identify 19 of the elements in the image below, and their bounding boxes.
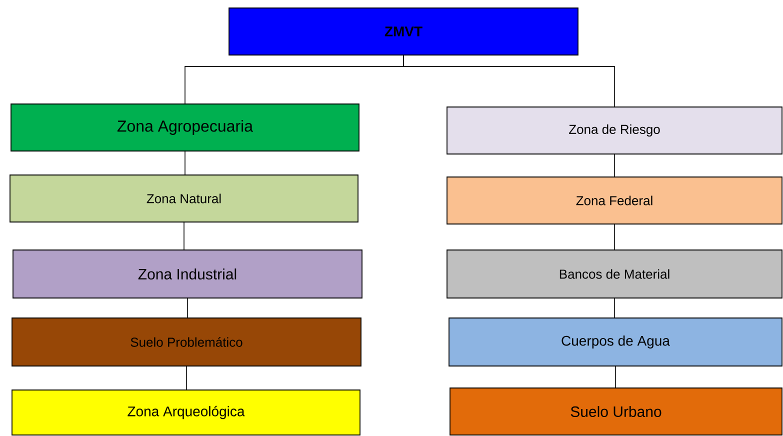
zone-box: Zona Industrial: [12, 250, 362, 298]
connector-line: [184, 151, 186, 175]
connector-line: [614, 224, 615, 250]
zone-box: Zona Agropecuaria: [10, 104, 360, 152]
zone-box: ZMVT: [228, 8, 578, 56]
connector-line: [187, 298, 188, 318]
zone-box: Suelo Problemático: [12, 318, 362, 366]
connector-line: [614, 154, 615, 177]
connector-line: [615, 366, 616, 388]
zone-box: Suelo Urbano: [450, 388, 782, 436]
zone-box: Zona Natural: [10, 174, 358, 222]
connector-line: [186, 366, 187, 390]
connector-line: [614, 298, 615, 318]
zone-box: Bancos de Material: [446, 250, 782, 298]
zone-box: Cuerpos de Agua: [448, 318, 782, 366]
zone-box: Zona Federal: [446, 176, 782, 224]
connector-line: [403, 55, 615, 107]
zone-box: Zona Arqueológica: [12, 390, 360, 436]
zone-box: Zona de Riesgo: [446, 106, 782, 154]
